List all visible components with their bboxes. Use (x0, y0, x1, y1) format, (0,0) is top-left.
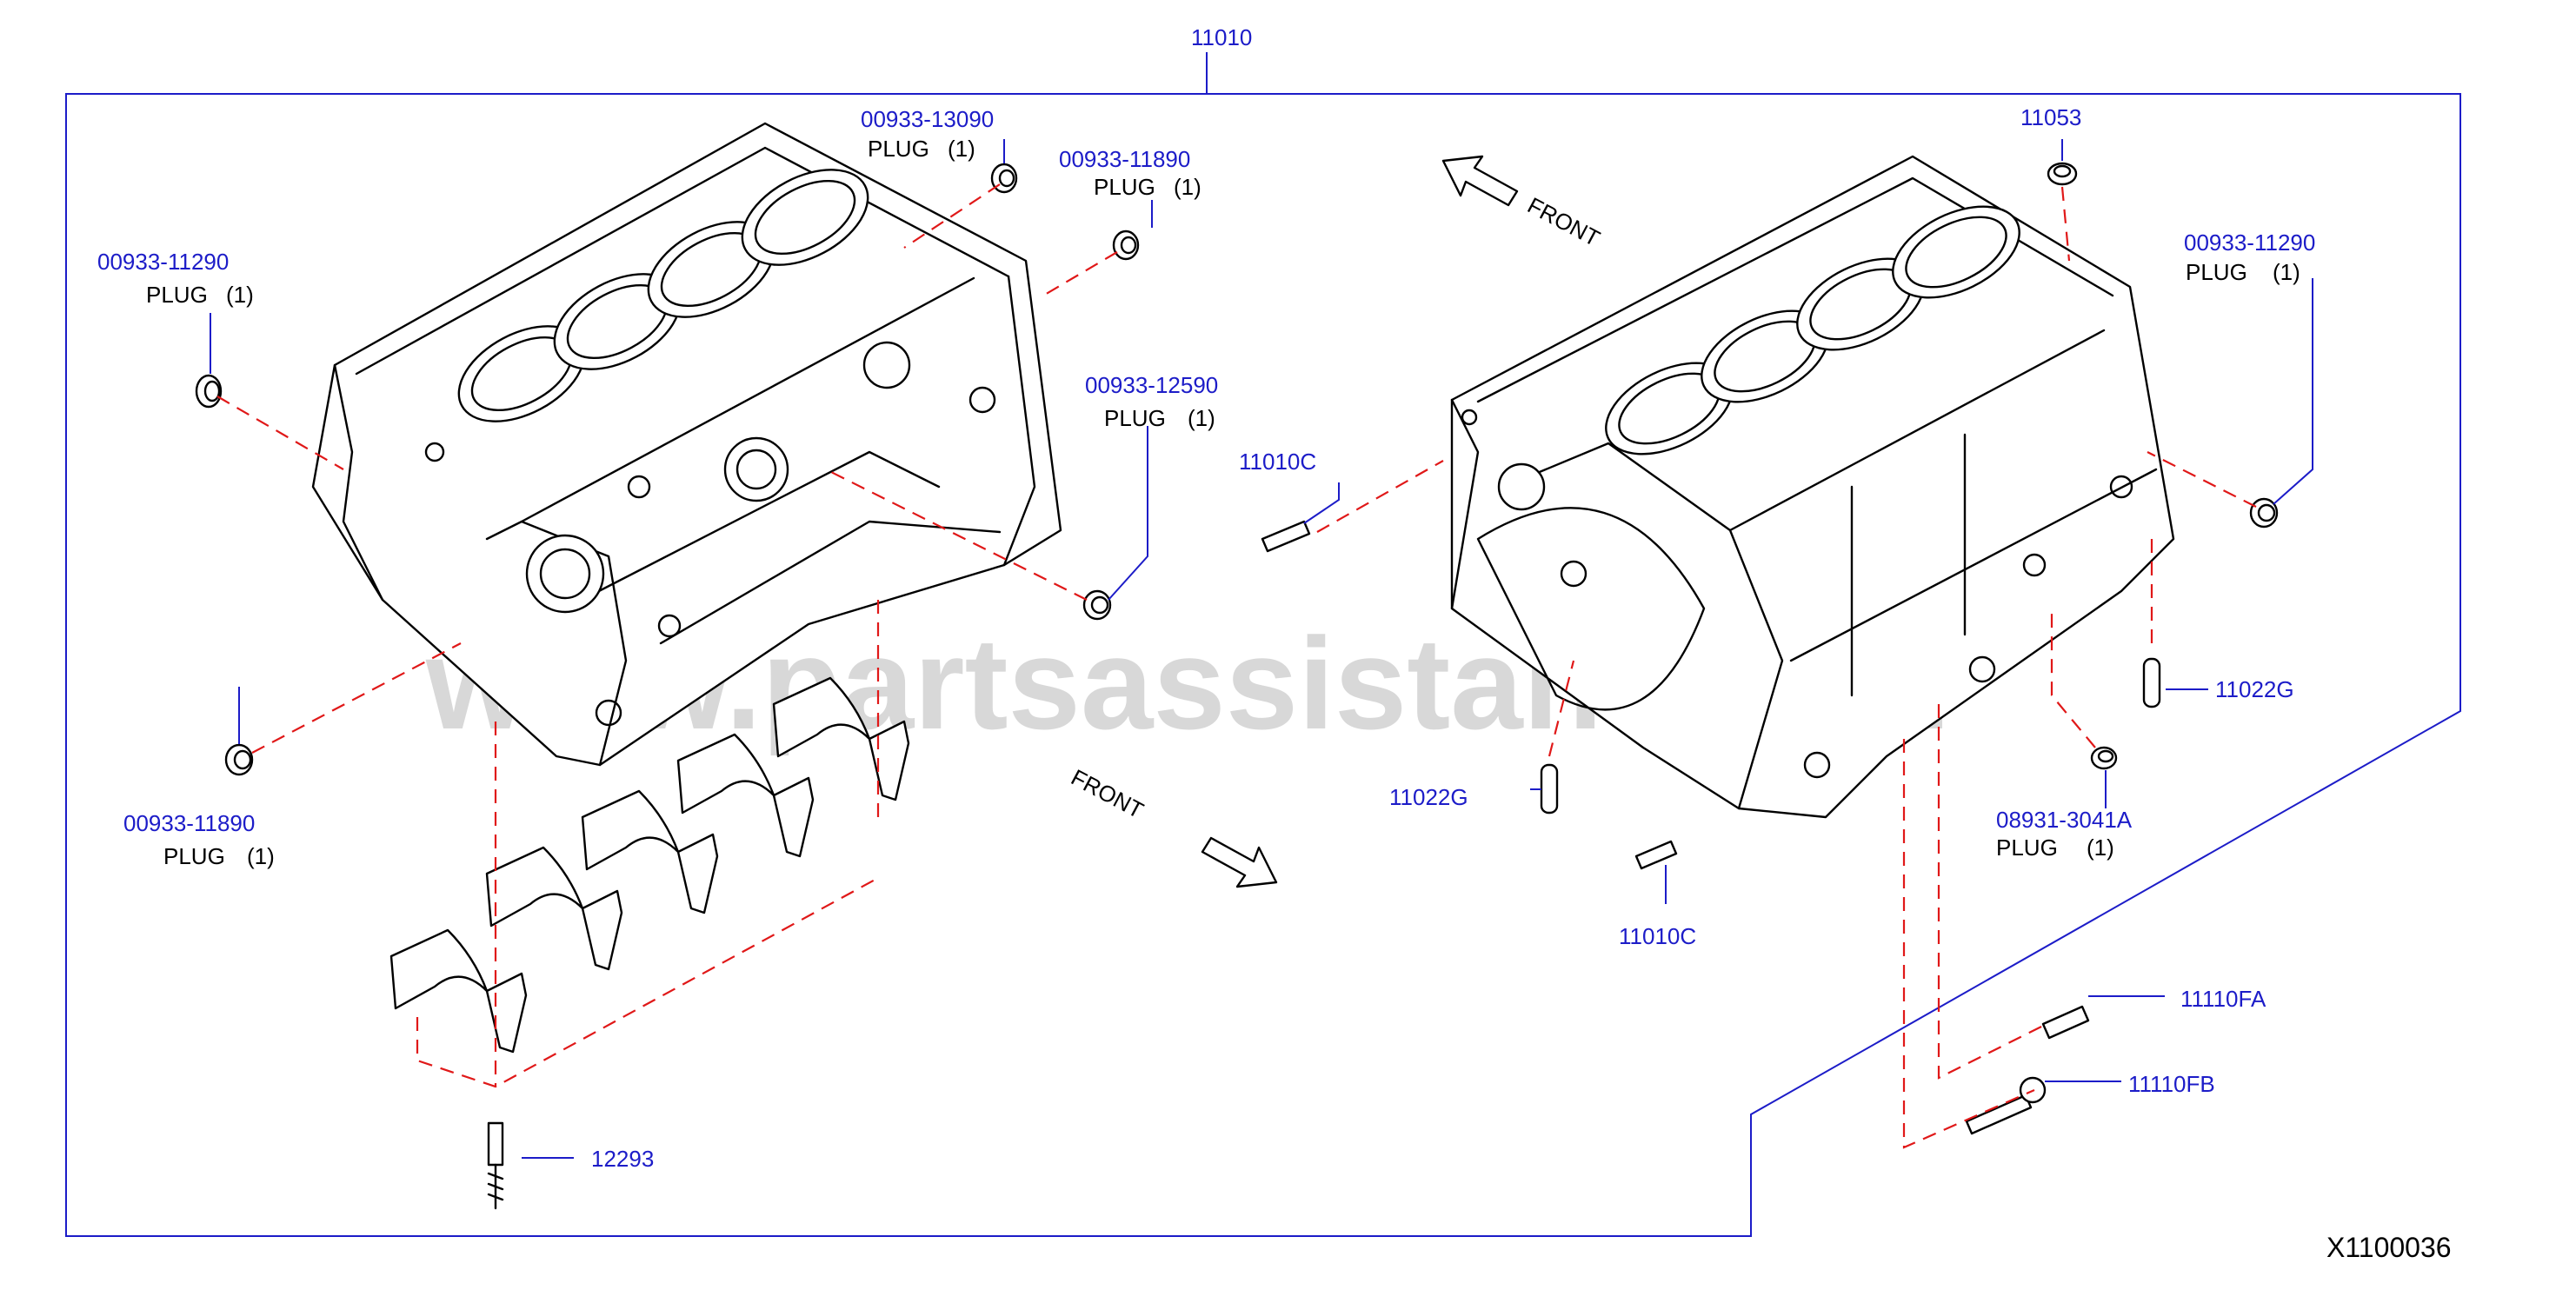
callout-pin-11010c-top[interactable]: 11010C (1239, 449, 1316, 475)
svg-text:PLUG: PLUG (1996, 835, 2058, 861)
svg-text:(1): (1) (1174, 174, 1201, 200)
svg-text:PLUG: PLUG (1094, 174, 1155, 200)
svg-text:PLUG: PLUG (868, 136, 929, 162)
svg-text:PLUG: PLUG (146, 282, 208, 308)
svg-text:00933-11890: 00933-11890 (1059, 146, 1190, 172)
callout-bolt-11110fb[interactable]: 11110FB (2128, 1071, 2215, 1097)
svg-text:00933-11290: 00933-11290 (97, 249, 229, 275)
svg-text:(1): (1) (2087, 835, 2114, 861)
svg-text:(1): (1) (1188, 405, 1215, 431)
front-label-lower: FRONT (1067, 764, 1148, 824)
svg-text:(1): (1) (948, 136, 975, 162)
diagram-reference-code: X1100036 (2326, 1232, 2452, 1263)
callout-plug-00933-11290-left[interactable]: 00933-11290 PLUG (1) (97, 249, 254, 308)
svg-text:00933-13090: 00933-13090 (861, 106, 994, 132)
callout-bolt-11110fa[interactable]: 11110FA (2180, 986, 2266, 1012)
front-label-upper: FRONT (1523, 192, 1604, 252)
svg-text:00933-12590: 00933-12590 (1085, 372, 1218, 398)
svg-text:(1): (1) (226, 282, 254, 308)
svg-text:00933-11890: 00933-11890 (123, 810, 255, 836)
svg-text:PLUG: PLUG (2186, 259, 2247, 285)
bearing-caps (389, 676, 910, 1054)
callout-plug-00933-13090[interactable]: 00933-13090 PLUG (1) (861, 106, 994, 162)
small-parts (195, 162, 2279, 1210)
callout-plug-00933-11890-top[interactable]: 00933-11890 PLUG (1) (1059, 146, 1201, 200)
callout-plug-08931-3041a[interactable]: 08931-3041A PLUG (1) (1996, 807, 2133, 861)
svg-text:08931-3041A: 08931-3041A (1996, 807, 2133, 833)
assembly-frame (65, 52, 2461, 1237)
callout-plug-00933-12590[interactable]: 00933-12590 PLUG (1) (1085, 372, 1218, 431)
front-arrow-upper (1441, 155, 1519, 207)
svg-text:(1): (1) (247, 843, 275, 869)
callout-plug-11053[interactable]: 11053 (2020, 104, 2081, 130)
svg-text:PLUG: PLUG (163, 843, 225, 869)
front-arrow-lower (1201, 836, 1278, 888)
callout-bolt-12293[interactable]: 12293 (591, 1146, 654, 1172)
left-cylinder-block-drawing (311, 122, 1062, 767)
assembly-number-label[interactable]: 11010 (1191, 24, 1252, 50)
svg-text:00933-11290: 00933-11290 (2184, 229, 2315, 256)
callout-pin-11022g-right[interactable]: 11022G (2215, 676, 2294, 702)
svg-text:(1): (1) (2273, 259, 2300, 285)
callout-pin-11022g-left[interactable]: 11022G (1389, 784, 1468, 810)
leader-lines (210, 139, 2313, 1159)
callout-pin-11010c-bottom[interactable]: 11010C (1619, 923, 1696, 949)
dashed-guide-lines (216, 183, 2257, 1149)
callout-plug-00933-11890-bottom[interactable]: 00933-11890 PLUG (1) (123, 810, 275, 869)
svg-text:PLUG: PLUG (1104, 405, 1166, 431)
right-cylinder-block-drawing (1450, 155, 2175, 819)
callout-plug-00933-11290-right[interactable]: 00933-11290 PLUG (1) (2184, 229, 2315, 285)
